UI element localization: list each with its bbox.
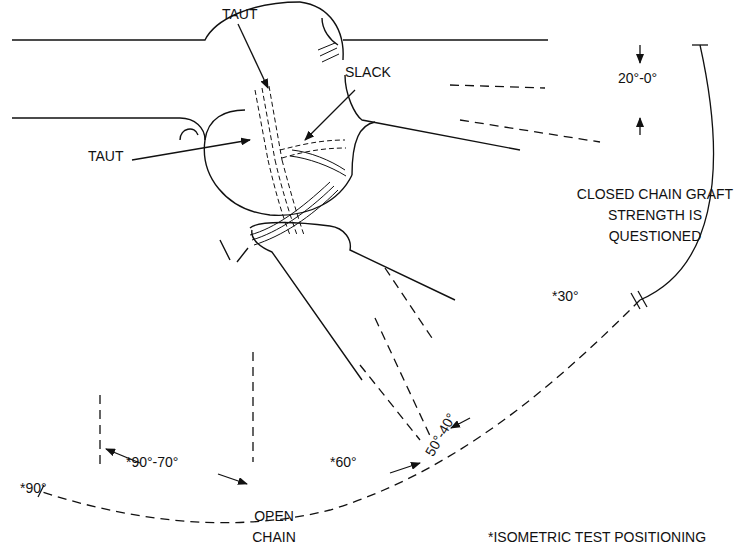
angle-label: *30° (552, 286, 579, 307)
angle-label: *90°-70° (126, 452, 178, 473)
note-label: CLOSED CHAIN GRAFT STRENGTH IS QUESTIONE… (574, 184, 736, 247)
range-label: OPEN CHAIN (232, 506, 316, 548)
ligament-label: SLACK (345, 62, 391, 83)
footnote-label: *ISOMETRIC TEST POSITIONING (488, 527, 706, 548)
angle-label: *60° (330, 452, 357, 473)
angle-label: 20°-0° (618, 68, 657, 89)
angle-label: *90° (20, 478, 47, 499)
ligament-label: TAUT (222, 4, 258, 25)
ligament-label: TAUT (88, 146, 124, 167)
